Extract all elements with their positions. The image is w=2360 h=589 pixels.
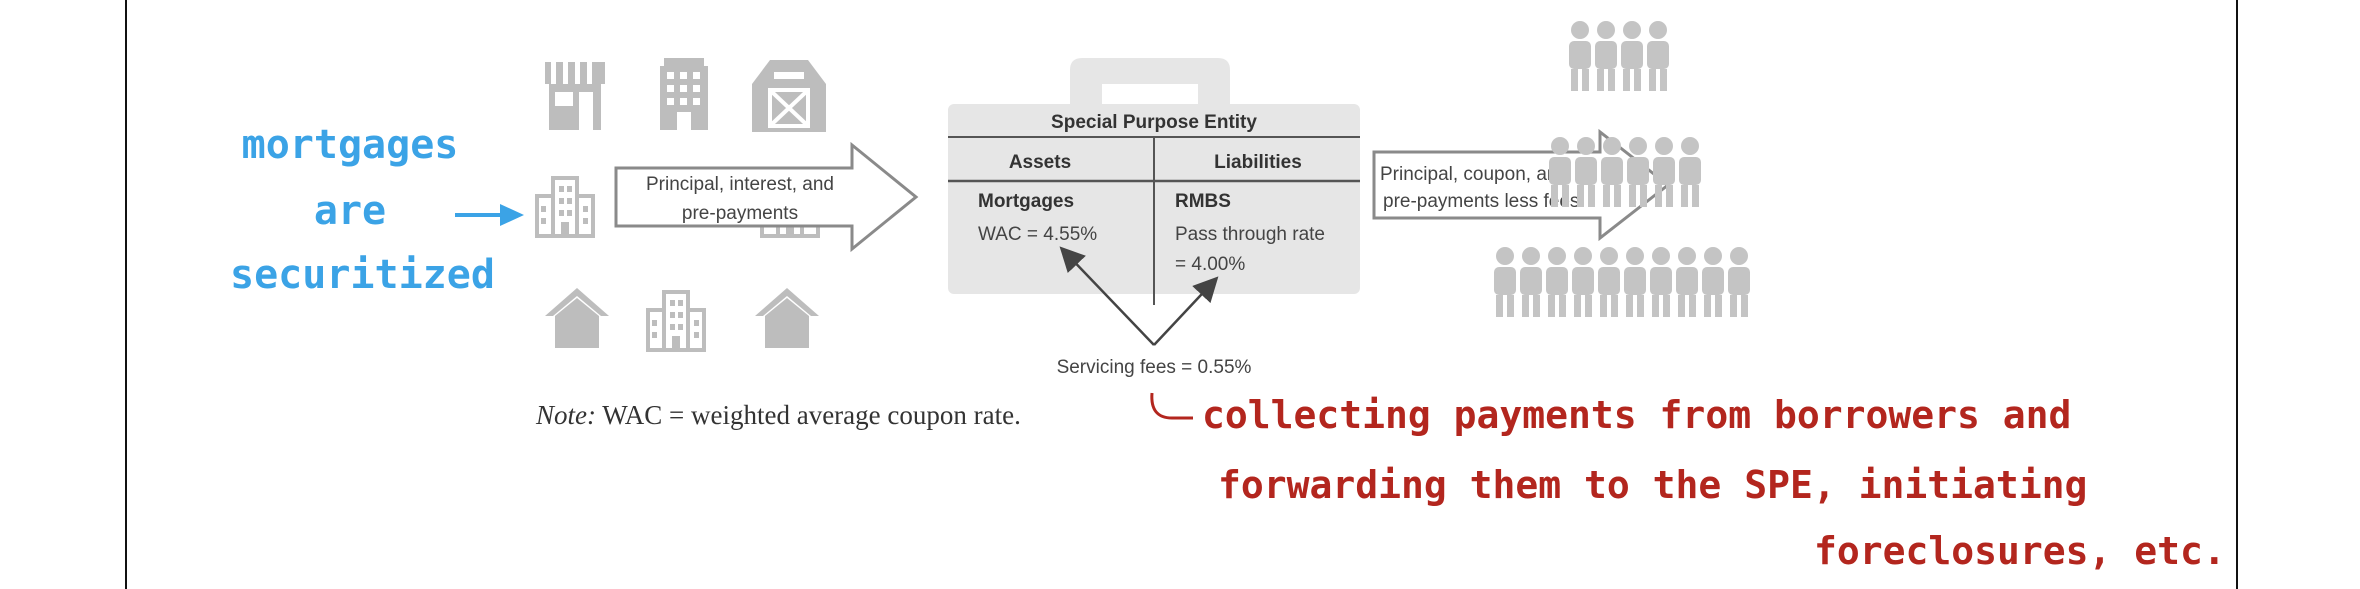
people-icon [1520, 247, 1542, 317]
blue-annotation-line2: are [313, 188, 387, 234]
right-border-line [2236, 0, 2238, 589]
people-icon [1647, 21, 1669, 91]
blue-annotation-line3: securitized [230, 252, 495, 298]
blue-annotation-arrow [455, 204, 524, 226]
servicing-fee-arrows [1059, 246, 1219, 346]
note-text: WAC = weighted average coupon rate. [596, 400, 1021, 430]
storefront-icon [545, 62, 605, 130]
spe-assets-item: Mortgages [978, 191, 1074, 212]
spe-title: Special Purpose Entity [1051, 112, 1257, 133]
people-icon [1595, 21, 1617, 91]
spe-liabilities-header: Liabilities [1214, 152, 1302, 173]
red-annotation-line1: collecting payments from borrowers and [1202, 393, 2072, 437]
apartment-icon [535, 176, 595, 238]
apartment-icon [646, 290, 706, 352]
house-icon [755, 288, 819, 348]
red-annotation-line3: foreclosures, etc. [1814, 529, 2226, 573]
people-icon [1728, 247, 1750, 317]
servicing-fees-label: Servicing fees = 0.55% [1057, 357, 1252, 378]
spe-liabilities-item: RMBS [1175, 191, 1231, 212]
red-annotation-line2: forwarding them to the SPE, initiating [1218, 463, 2088, 507]
people-icon [1702, 247, 1724, 317]
figure-note: Note: WAC = weighted average coupon rate… [536, 400, 1021, 431]
blue-annotation-line1: mortgages [241, 122, 459, 168]
note-label: Note: [536, 400, 596, 430]
arrow-right-line2: pre-payments less fees [1383, 191, 1579, 212]
people-icon [1572, 247, 1594, 317]
people-icon [1598, 247, 1620, 317]
spe-assets-header: Assets [1009, 152, 1071, 173]
people-icon [1653, 137, 1675, 207]
red-hook-line [1150, 392, 1193, 420]
left-border-line [125, 0, 127, 589]
people-icon [1679, 137, 1701, 207]
spe-liabilities-value-1: Pass through rate [1175, 224, 1325, 245]
people-icon [1569, 21, 1591, 91]
spe-assets-value: WAC = 4.55% [978, 224, 1097, 245]
principal-arrow-left: Principal, interest, and pre-payments [614, 141, 919, 253]
principal-arrow-right: Principal, coupon, and pre-payments less… [1372, 128, 1671, 242]
office-building-icon [660, 58, 708, 130]
spe-briefcase: Special Purpose Entity Assets Liabilitie… [948, 58, 1360, 305]
people-icon [1621, 21, 1643, 91]
barn-icon [752, 60, 826, 132]
arrow-left-line1: Principal, interest, and [646, 174, 834, 195]
arrow-left-line2: pre-payments [682, 203, 798, 224]
arrow-right-line1: Principal, coupon, and [1380, 164, 1568, 185]
people-icon [1546, 247, 1568, 317]
borrower-icons [535, 58, 826, 352]
people-icon [1650, 247, 1672, 317]
spe-liabilities-value-2: = 4.00% [1175, 254, 1245, 275]
people-icon [1624, 247, 1646, 317]
house-icon [545, 288, 609, 348]
people-icon [1494, 247, 1516, 317]
people-icon [1676, 247, 1698, 317]
